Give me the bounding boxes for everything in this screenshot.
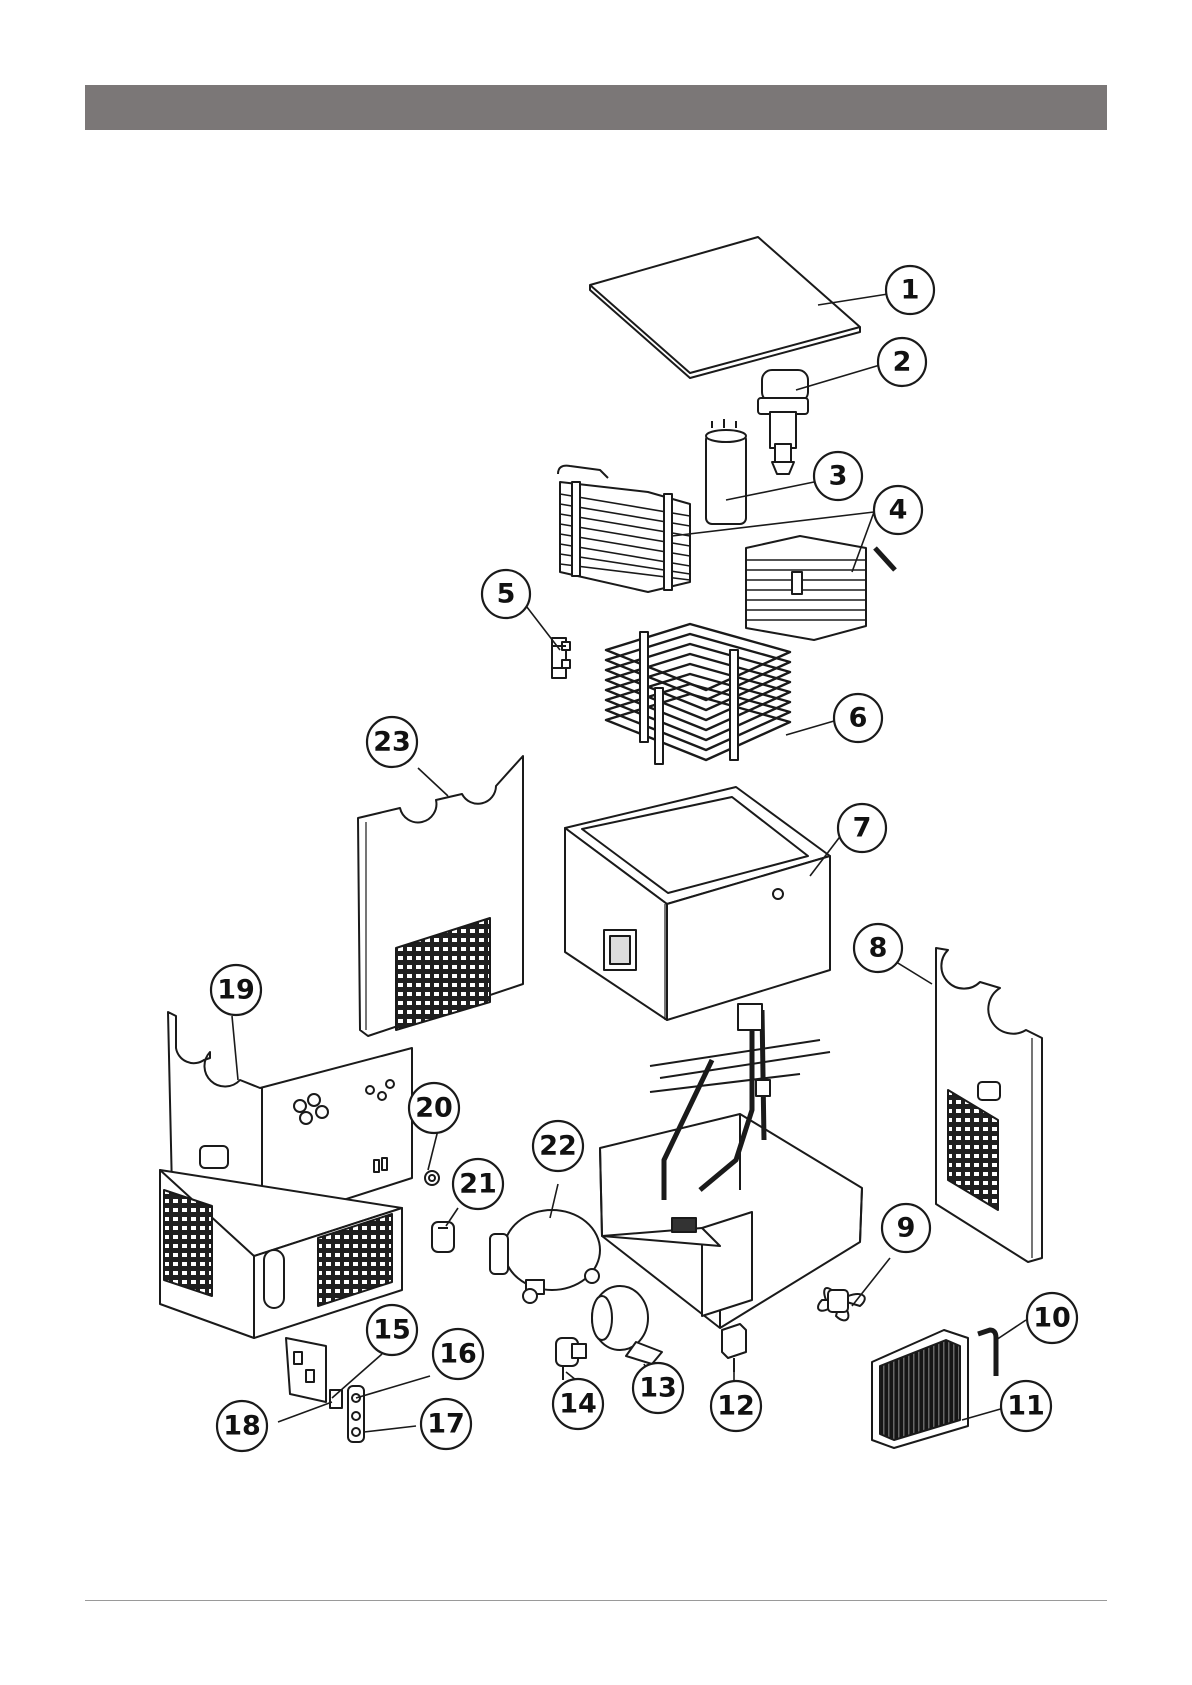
callout-label-3: 3 [829, 461, 848, 492]
pump-motor-part [758, 370, 808, 474]
callout-label-23: 23 [373, 727, 411, 758]
callout-label-17: 17 [427, 1409, 465, 1440]
rear-panel-part [358, 756, 523, 1036]
callout-label-4: 4 [889, 495, 908, 526]
condenser-part [872, 1330, 968, 1448]
fan-blade-part [818, 1288, 865, 1320]
callout-label-20: 20 [415, 1093, 453, 1124]
callout-label-9: 9 [897, 1213, 916, 1244]
callout-label-6: 6 [849, 703, 868, 734]
pump-part [592, 1286, 662, 1364]
callout-label-22: 22 [539, 1131, 577, 1162]
compressor-part [490, 1210, 600, 1303]
callout-label-15: 15 [373, 1315, 411, 1346]
callout-label-5: 5 [497, 579, 516, 610]
grommet-part [425, 1171, 439, 1185]
small-clip-part [330, 1390, 342, 1408]
callout-label-14: 14 [559, 1389, 597, 1420]
callout-label-11: 11 [1007, 1391, 1045, 1422]
lower-housing-part [160, 1170, 402, 1338]
coil-basket-left-part [558, 466, 690, 592]
callout-label-8: 8 [869, 933, 888, 964]
callout-label-12: 12 [717, 1391, 755, 1422]
lid-part [590, 237, 860, 378]
footer-rule [85, 1600, 1107, 1601]
pipe-brackets-part [650, 1040, 830, 1092]
elbow-tube-part [978, 1330, 996, 1376]
callout-label-18: 18 [223, 1411, 261, 1442]
switch-part [432, 1222, 454, 1252]
callout-label-10: 10 [1033, 1303, 1071, 1334]
valve-part [556, 1338, 586, 1380]
callout-label-19: 19 [217, 975, 255, 1006]
callout-label-16: 16 [439, 1339, 477, 1370]
tank-part [565, 787, 830, 1020]
callout-label-1: 1 [901, 275, 920, 306]
right-side-panel-part [936, 948, 1042, 1262]
evaporator-coil-part [606, 624, 790, 764]
callout-label-13: 13 [639, 1373, 677, 1404]
mount-bracket-part [286, 1338, 326, 1402]
callout-label-2: 2 [893, 347, 912, 378]
coil-basket-right-part [746, 536, 895, 640]
terminal-block-part [348, 1386, 364, 1442]
callout-label-7: 7 [853, 813, 872, 844]
relay-box-part [722, 1324, 746, 1372]
callout-label-21: 21 [459, 1169, 497, 1200]
cylinder-part [706, 419, 746, 524]
